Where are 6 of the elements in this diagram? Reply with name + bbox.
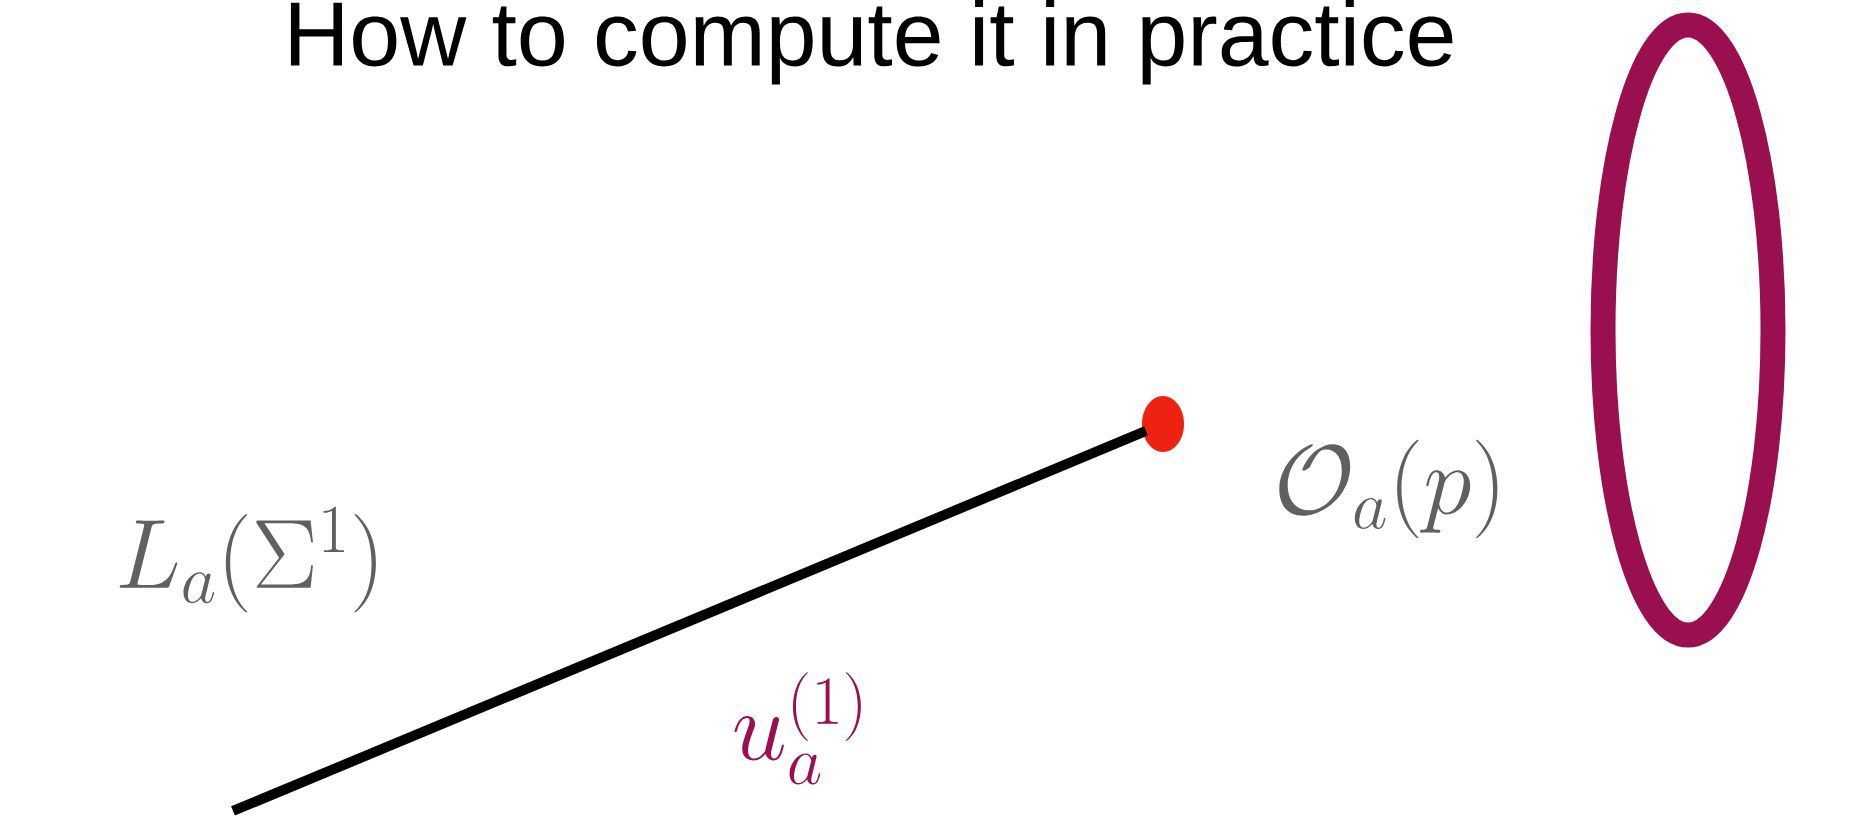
math-label: $\mathcal{O}_a(p)$ <box>1279 439 1498 539</box>
title: How to compute it in practice <box>290 0 1453 85</box>
point-marker <box>1142 396 1184 452</box>
math-label: $L_a(\Sigma^1)$ <box>119 506 376 613</box>
math-label: $u_a^{(1)}$ <box>734 672 861 785</box>
oval <box>1590 12 1786 648</box>
